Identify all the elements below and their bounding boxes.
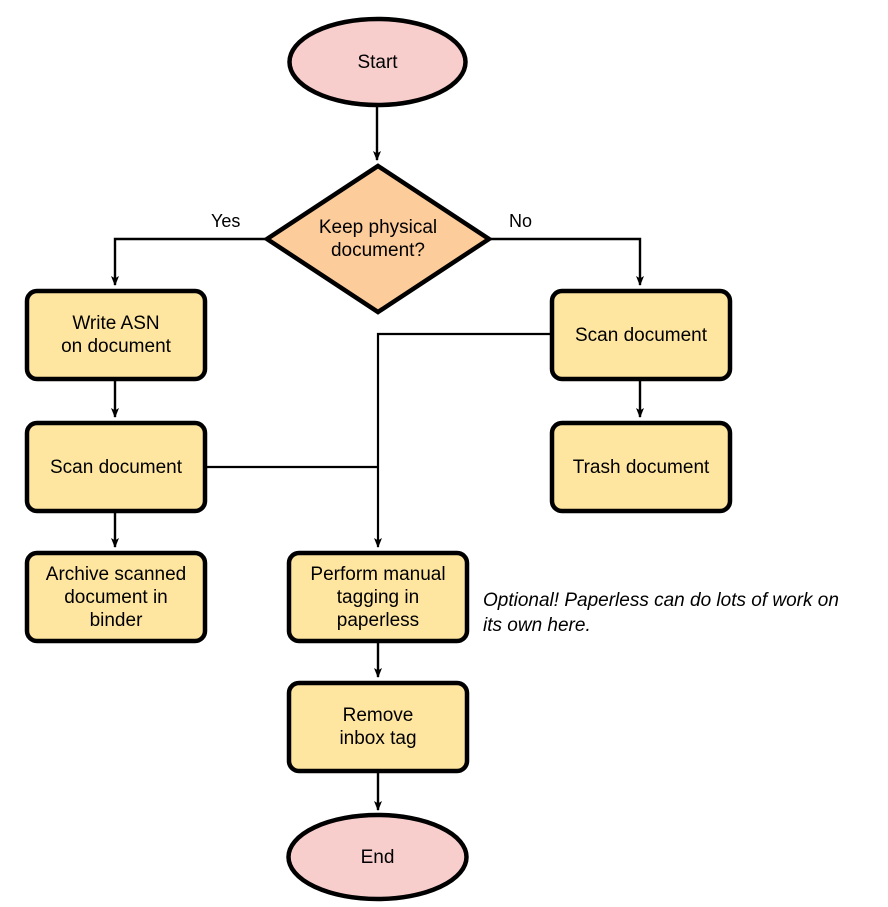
edge-label-no: No <box>509 211 533 231</box>
node-write-asn-on-document[interactable] <box>24 288 208 382</box>
node-perform-manual-tagging[interactable] <box>286 550 470 644</box>
node-end[interactable] <box>286 812 469 902</box>
edge-scan-right-to-tagging <box>374 332 552 548</box>
node-trash-document[interactable] <box>549 420 733 514</box>
node-remove-inbox-tag[interactable] <box>286 680 470 774</box>
node-start[interactable] <box>287 16 468 108</box>
edge-decision-yes <box>111 237 265 286</box>
edge-layer <box>111 106 644 811</box>
node-keep-physical-document[interactable] <box>262 163 494 315</box>
edge-decision-no <box>491 237 644 286</box>
node-archive-scanned-document[interactable] <box>24 550 208 644</box>
node-scan-document-left[interactable] <box>24 420 208 514</box>
optional-note-text: Optional! Paperless can do lots of work … <box>483 590 839 636</box>
edge-label-yes: Yes <box>211 211 241 231</box>
node-scan-document-right[interactable] <box>549 288 733 382</box>
node-layer <box>24 16 733 902</box>
